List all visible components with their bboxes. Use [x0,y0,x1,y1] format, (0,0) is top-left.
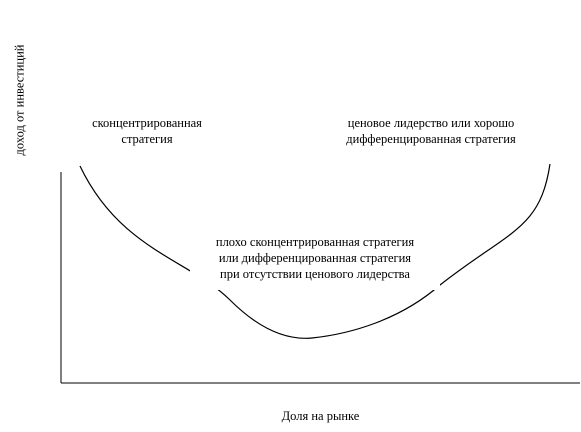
annotation-center-line-2: или дифференцированная стратегия [218,251,412,265]
annotation-price-leadership: ценовое лидерство или хорошо дифференцир… [326,110,536,154]
annotation-right-line-2: дифференцированная стратегия [346,132,516,146]
annotation-center-line-3: при отсутствии ценового лидерства [220,267,410,281]
x-axis-label-text: Доля на рынке [281,409,360,423]
u-curve [79,163,551,339]
annotation-left-line-1: сконцентрированная [92,116,202,130]
x-axis-label: Доля на рынке [60,402,581,432]
annotation-poor-strategy: плохо сконцентрированная стратегия или д… [190,228,440,290]
y-axis-label-text: доход от инвестиций [12,44,27,156]
annotation-concentrated-strategy: сконцентрированная стратегия [76,110,218,154]
annotation-right-line-1: ценовое лидерство или хорошо [347,116,515,130]
annotation-left-line-2: стратегия [121,132,173,146]
annotation-center-line-1: плохо сконцентрированная стратегия [215,235,415,249]
